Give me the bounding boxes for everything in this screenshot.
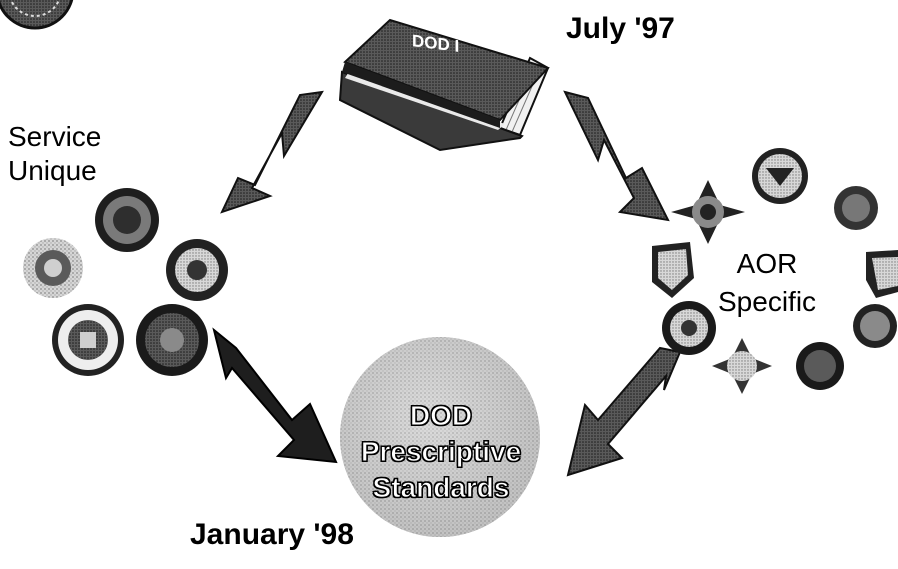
standards-label-line2: Prescriptive (360, 436, 522, 468)
service-unique-label: Service Unique (8, 120, 101, 188)
standards-label: DOD Prescriptive Standards (346, 398, 536, 506)
partial-seal-icon (0, 0, 74, 30)
service-seal-icon (95, 188, 159, 252)
standards-label-line3: Standards (372, 472, 510, 504)
aor-seal-icon (866, 250, 898, 298)
aor-seal-icon (652, 242, 694, 298)
arrow-icon (212, 327, 338, 464)
standards-circle (340, 337, 540, 537)
aor-seal-icon (662, 301, 716, 355)
aor-seal-icon (671, 180, 745, 244)
aor-seal-icon (853, 304, 897, 348)
date-start: July '97 (566, 12, 675, 45)
arrow-icon (563, 90, 670, 222)
service-label-line1: Service (8, 121, 102, 152)
aor-seal-icon (712, 338, 772, 394)
aor-specific-label: AOR Specific (718, 245, 816, 321)
aor-seal-icon (752, 148, 808, 204)
service-label-line2: Unique (8, 155, 97, 186)
arrow-icon (220, 90, 324, 214)
service-seal-icon (166, 239, 228, 301)
service-seal-icon (23, 238, 83, 298)
aor-seal-icon (834, 186, 878, 230)
service-seal-icon (136, 304, 208, 376)
date-end: January '98 (190, 518, 354, 551)
arrow-icon (566, 346, 682, 477)
service-seal-icon (52, 304, 124, 376)
standards-label-line1: DOD (409, 400, 473, 432)
book-icon (338, 18, 550, 152)
aor-seal-icon (796, 342, 844, 390)
aor-label-line2: Specific (718, 286, 817, 317)
aor-label-line1: AOR (736, 248, 798, 279)
